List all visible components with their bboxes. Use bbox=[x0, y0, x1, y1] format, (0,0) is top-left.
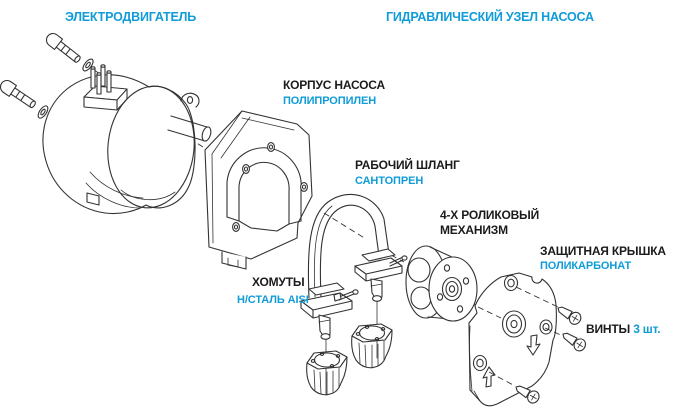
cover-hub-icon bbox=[501, 310, 527, 338]
electric-motor-drawing bbox=[42, 64, 212, 215]
washer-icon bbox=[82, 58, 94, 72]
hose-clamp-right-icon bbox=[354, 248, 408, 302]
pump-housing-material: ПОЛИПРОПИЛЕН bbox=[283, 95, 377, 107]
pump-housing-drawing bbox=[204, 110, 313, 270]
housing-screw-holes-icon bbox=[232, 142, 308, 232]
motor-screw-left-icon bbox=[0, 79, 78, 134]
roller-mechanism-label-line1: 4-Х РОЛИКОВЫЙ bbox=[440, 208, 540, 222]
clamp-nut-right-icon bbox=[351, 323, 393, 369]
working-hose-drawing bbox=[300, 193, 408, 396]
protective-cover-label: ЗАЩИТНАЯ КРЫШКА bbox=[540, 244, 666, 258]
roller-mechanism-drawing bbox=[405, 245, 478, 322]
washer-icon bbox=[37, 105, 49, 119]
pump-housing-label: КОРПУС НАСОСА bbox=[283, 78, 385, 92]
roller-mechanism-label-line2: МЕХАНИЗМ bbox=[440, 223, 508, 237]
clamps-label: ХОМУТЫ bbox=[252, 275, 305, 289]
hose-clamp-left-icon bbox=[300, 282, 359, 340]
arrow-down-icon bbox=[526, 334, 541, 356]
cover-screw-1-icon bbox=[557, 306, 582, 325]
screws-label: ВИНТЫ 3 шт. bbox=[586, 322, 661, 336]
cover-screw-2-icon bbox=[562, 332, 587, 352]
clamp-nut-left-icon bbox=[306, 350, 348, 396]
cover-screw-bosses-icon bbox=[472, 274, 553, 372]
screws-quantity: 3 шт. bbox=[633, 322, 661, 336]
screws-label-name: ВИНТЫ bbox=[586, 322, 631, 336]
working-hose-label: РАБОЧИЙ ШЛАНГ bbox=[355, 158, 460, 172]
connector-pins-icon bbox=[90, 64, 112, 95]
arrow-up-icon bbox=[482, 366, 496, 388]
motor-section-title: ЭЛЕКТРОДВИГАТЕЛЬ bbox=[65, 10, 196, 24]
clamps-material: Н/СТАЛЬ AISI bbox=[237, 294, 309, 306]
protective-cover-material: ПОЛИКАРБОНАТ bbox=[540, 260, 632, 272]
protective-cover-drawing bbox=[468, 272, 564, 407]
working-hose-material: САНТОПРЕН bbox=[355, 175, 424, 187]
hydraulic-section-title: ГИДРАВЛИЧЕСКИЙ УЗЕЛ НАСОСА bbox=[386, 10, 594, 24]
cover-screw-3-icon bbox=[515, 385, 540, 404]
